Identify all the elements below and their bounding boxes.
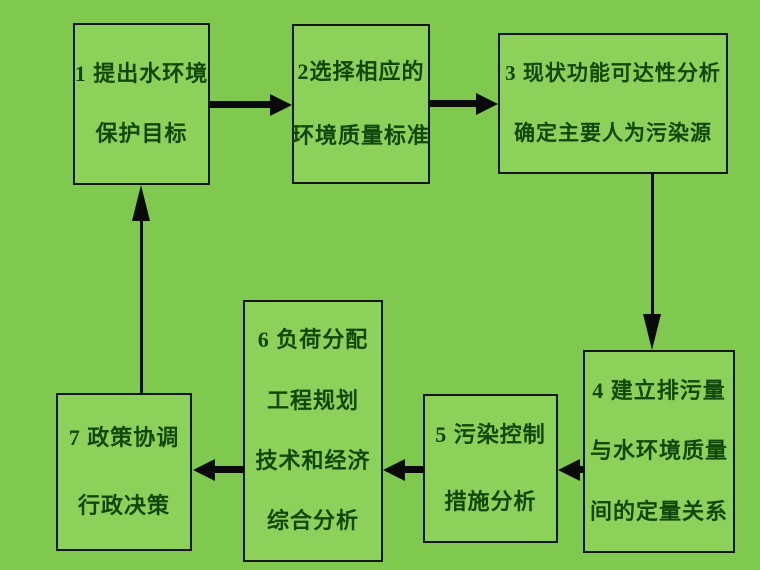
arrow-up-icon	[132, 185, 150, 221]
flow-node-7-line-1: 7 政策协调	[68, 424, 180, 450]
flow-node-2-select-quality-standard: 2选择相应的 环境质量标准	[292, 24, 430, 184]
flow-node-6-line-1: 6 负荷分配	[257, 327, 369, 353]
arrow-right-icon	[270, 94, 292, 116]
arrow-down-icon	[643, 314, 661, 350]
flow-node-6-line-2: 工程规划	[266, 387, 359, 413]
flow-node-1-line-1: 1 提出水环境	[74, 60, 209, 86]
flow-node-4-discharge-quality-relation: 4 建立排污量 与水环境质量 间的定量关系	[583, 350, 735, 553]
flow-node-2-line-1: 2选择相应的	[297, 58, 425, 84]
flow-node-6-load-allocation-analysis: 6 负荷分配 工程规划 技术和经济 综合分析	[243, 300, 383, 562]
flow-node-6-line-3: 技术和经济	[255, 448, 371, 473]
flow-node-5-line-2: 措施分析	[444, 488, 537, 514]
flow-node-3-line-1: 3 现状功能可达性分析	[505, 61, 721, 86]
arrow-4-to-5-shaft	[578, 466, 585, 473]
flow-node-4-line-2: 与水环境质量	[589, 438, 728, 464]
arrow-left-icon	[193, 459, 215, 481]
flow-node-3-status-feasibility-analysis: 3 现状功能可达性分析 确定主要人为污染源	[498, 33, 728, 174]
arrow-5-to-6-shaft	[403, 466, 424, 473]
arrow-left-icon	[558, 459, 580, 481]
flow-node-7-policy-coordination: 7 政策协调 行政决策	[56, 393, 192, 551]
flow-node-1-water-env-protection-goal: 1 提出水环境 保护目标	[73, 23, 210, 185]
arrow-left-icon	[383, 459, 405, 481]
arrow-right-icon	[476, 93, 498, 115]
flow-node-2-line-2: 环境质量标准	[292, 123, 431, 148]
flow-node-3-line-2: 确定主要人为污染源	[514, 120, 712, 145]
arrow-3-to-4-shaft	[651, 174, 654, 316]
flow-node-4-line-1: 4 建立排污量	[592, 377, 726, 403]
arrow-7-to-1-shaft	[140, 219, 143, 393]
flow-node-7-line-2: 行政决策	[77, 493, 170, 518]
flow-node-5-pollution-control-measures: 5 污染控制 措施分析	[423, 394, 558, 543]
flow-node-1-line-2: 保护目标	[95, 121, 188, 146]
flow-node-5-line-1: 5 污染控制	[435, 422, 546, 448]
flow-node-6-line-4: 综合分析	[266, 508, 359, 534]
arrow-1-to-2-shaft	[210, 101, 272, 108]
arrow-6-to-7-shaft	[213, 466, 244, 473]
arrow-2-to-3-shaft	[430, 100, 478, 107]
flow-node-4-line-3: 间的定量关系	[589, 498, 728, 524]
